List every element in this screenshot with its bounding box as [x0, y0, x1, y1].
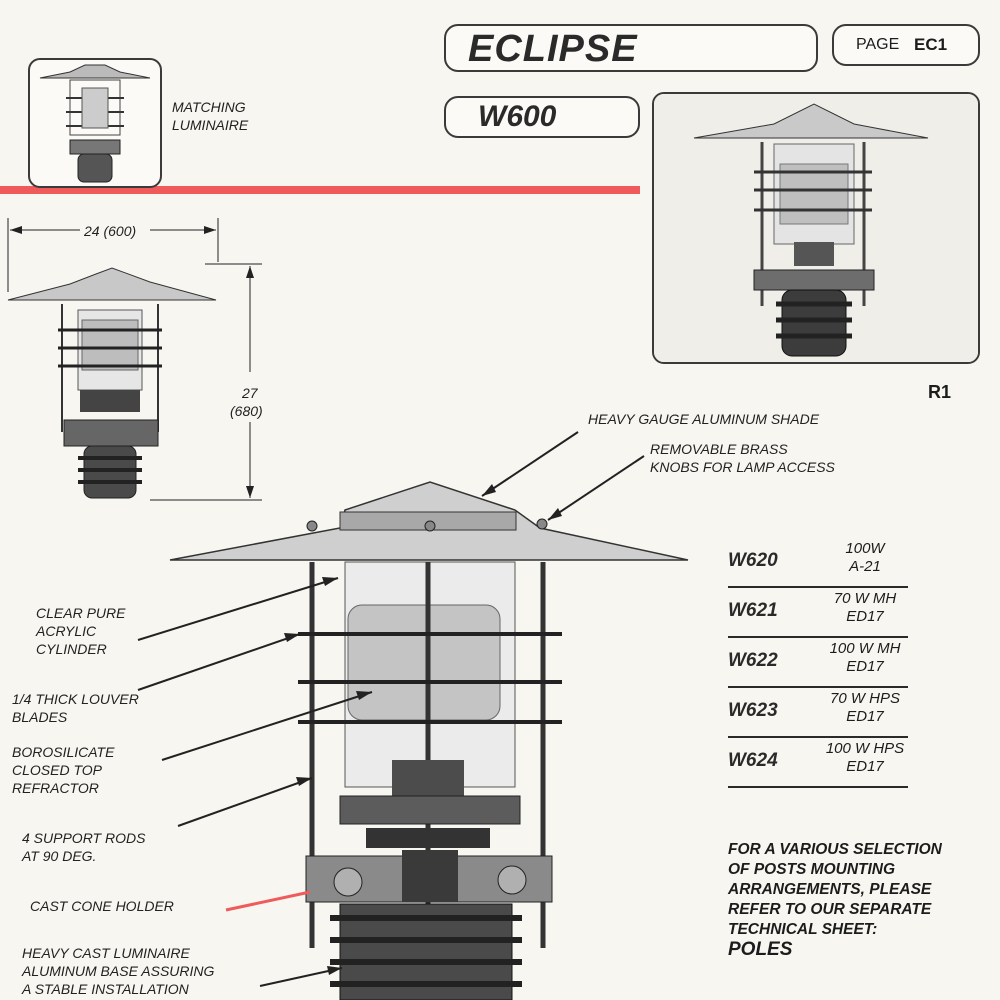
callout-base: HEAVY CAST LUMINAIRE ALUMINUM BASE ASSUR…	[22, 945, 215, 997]
spec-description: 100W A-21	[845, 540, 885, 575]
spec-description: 70 W HPS ED17	[829, 690, 901, 725]
dimension-drawing	[7, 218, 262, 501]
spec-row: W623 70 W HPS ED17	[728, 690, 908, 738]
page-code: EC1	[914, 35, 948, 54]
spec-description: 100 W HPS ED17	[825, 740, 905, 775]
callout-rods: 4 SUPPORT RODS AT 90 DEG.	[22, 830, 146, 864]
spec-row: W621 70 W MH ED17	[728, 590, 908, 638]
spec-model: W623	[728, 700, 778, 721]
reference-note-text: FOR A VARIOUS SELECTION OF POSTS MOUNTIN…	[728, 841, 942, 938]
callout-shade: HEAVY GAUGE ALUMINUM SHADE	[588, 411, 820, 427]
callout-knobs: REMOVABLE BRASS KNOBS FOR LAMP ACCESS	[650, 441, 835, 475]
spec-model: W624	[728, 750, 778, 771]
spec-description: 70 W MH ED17	[833, 590, 897, 625]
spec-row: W622 100 W MH ED17	[728, 640, 908, 688]
spec-model: W622	[728, 650, 778, 671]
width-dimension: 24 (600)	[84, 223, 137, 239]
accent-stripe	[0, 186, 640, 194]
reference-note: FOR A VARIOUS SELECTION OF POSTS MOUNTIN…	[728, 820, 990, 980]
luminaire-thumbnail-drawing	[39, 64, 151, 183]
reference-note-emphasis: POLES	[728, 939, 793, 960]
spec-description: 100 W MH ED17	[829, 640, 901, 675]
model-box: W600	[444, 96, 640, 138]
spec-row: W620 100W A-21	[728, 540, 908, 588]
photo-caption: R1	[928, 382, 952, 402]
title-box: ECLIPSE	[444, 24, 818, 72]
matching-luminaire-label: MATCHING LUMINAIRE	[172, 99, 249, 133]
matching-luminaire-thumbnail	[28, 58, 162, 188]
callout-cylinder: CLEAR PURE ACRYLIC CYLINDER	[36, 605, 126, 657]
height-dimension-mm: (680)	[230, 403, 263, 419]
page-prefix: PAGE	[856, 36, 900, 53]
spec-row: W624 100 W HPS ED17	[728, 740, 908, 788]
page-number-box: PAGE EC1	[832, 24, 980, 66]
callout-refractor: BOROSILICATE CLOSED TOP REFRACTOR	[12, 744, 115, 796]
spec-model: W620	[728, 550, 778, 571]
model-title: W600	[478, 100, 557, 133]
callout-louver: 1/4 THICK LOUVER BLADES	[12, 691, 139, 725]
product-photo	[652, 92, 980, 364]
product-photo-image	[654, 94, 978, 362]
spec-model: W621	[728, 600, 778, 621]
height-dimension-in: 27	[242, 385, 258, 401]
callout-cone: CAST CONE HOLDER	[30, 898, 174, 914]
page-title: ECLIPSE	[468, 28, 638, 70]
